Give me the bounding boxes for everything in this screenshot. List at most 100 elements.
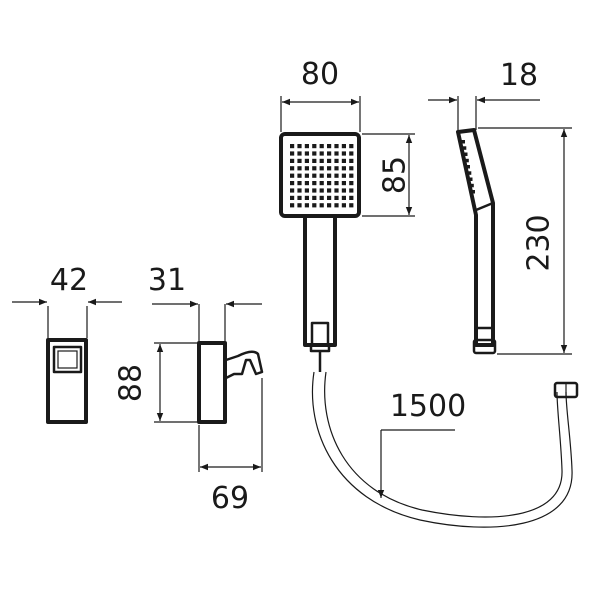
shower-side-body	[456, 128, 495, 347]
nozzle-hole	[297, 173, 302, 178]
holder-front-view	[46, 338, 88, 424]
dimension-hose-length: 1500	[377, 389, 466, 498]
connector-nut	[309, 343, 331, 353]
nozzle-hole	[319, 173, 324, 178]
nozzle-hole	[304, 203, 309, 208]
nozzle-hole	[290, 144, 295, 149]
nozzle-hole	[341, 166, 346, 171]
nozzle-hole	[297, 158, 302, 163]
holder-side-view	[197, 341, 264, 424]
side-nozzle	[471, 190, 475, 194]
nozzle-hole	[334, 144, 339, 149]
nozzle-hole	[290, 173, 295, 178]
nozzle-hole	[349, 166, 354, 171]
nozzle-hole	[312, 151, 317, 156]
nozzle-hole	[341, 151, 346, 156]
side-nozzle	[463, 152, 468, 156]
nozzle-hole	[290, 151, 295, 156]
nozzle-hole	[334, 188, 339, 193]
label-holder-height: 88	[114, 364, 149, 402]
dimension-head-width: 80	[280, 57, 361, 132]
nozzle-hole	[319, 181, 324, 186]
nozzle-hole	[319, 158, 324, 163]
nozzle-hole	[334, 158, 339, 163]
nozzle-hole	[334, 173, 339, 178]
nozzle-hole	[304, 151, 309, 156]
nozzle-hole	[327, 181, 332, 186]
label-head-width: 80	[301, 57, 339, 92]
nozzle-hole	[304, 173, 309, 178]
nozzle-hole	[327, 195, 332, 200]
nozzle-hole	[297, 195, 302, 200]
hose-connector	[310, 321, 330, 345]
nozzle-hole	[341, 181, 346, 186]
dimension-head-thickness: 18	[428, 58, 540, 130]
nozzle-hole	[349, 181, 354, 186]
nozzle-hole	[297, 203, 302, 208]
label-head-thickness: 18	[500, 58, 538, 93]
side-nozzle-row	[461, 140, 475, 194]
nozzle-hole	[327, 173, 332, 178]
side-nozzle	[461, 140, 465, 144]
nozzle-hole	[312, 203, 317, 208]
side-nozzle	[469, 183, 474, 188]
nozzle-hole	[334, 181, 339, 186]
nozzle-hole	[341, 144, 346, 149]
dimension-shower-length: 230	[478, 127, 572, 355]
nozzle-hole	[334, 203, 339, 208]
nozzle-hole	[349, 188, 354, 193]
nozzle-hole	[327, 144, 332, 149]
nozzle-hole	[290, 195, 295, 200]
dimension-holder-depth: 31	[148, 263, 262, 341]
nozzle-hole	[297, 151, 302, 156]
shower-side-view	[456, 128, 497, 355]
nozzle-hole	[327, 166, 332, 171]
nozzle-hole	[304, 195, 309, 200]
nozzle-hole	[290, 166, 295, 171]
side-nozzle	[468, 177, 473, 181]
nozzle-hole	[349, 203, 354, 208]
nozzle-hole	[319, 188, 324, 193]
nozzle-hole	[312, 181, 317, 186]
nozzle-hole	[297, 166, 302, 171]
nozzle-hole	[312, 195, 317, 200]
nozzle-hole	[319, 195, 324, 200]
nozzle-hole	[319, 203, 324, 208]
nozzle-hole	[327, 151, 332, 156]
nozzle-hole	[319, 166, 324, 171]
holder-side-body	[197, 341, 227, 424]
nozzle-hole	[312, 158, 317, 163]
nozzle-hole	[297, 188, 302, 193]
nozzle-hole	[341, 195, 346, 200]
shower-head-face	[279, 132, 361, 218]
nozzle-hole	[304, 181, 309, 186]
holder-front-body	[46, 338, 88, 424]
label-head-height: 85	[378, 156, 413, 194]
label-holder-width: 42	[50, 263, 88, 298]
label-holder-depth: 31	[148, 263, 186, 298]
nozzle-hole	[349, 195, 354, 200]
dimension-holder-projection: 69	[198, 378, 263, 516]
nozzle-hole	[327, 158, 332, 163]
nozzle-hole	[349, 151, 354, 156]
holder-front-slot	[52, 345, 83, 374]
nozzle-hole	[341, 173, 346, 178]
side-nozzle	[466, 165, 470, 169]
dimension-head-height: 85	[362, 133, 415, 217]
shower-head-front	[279, 132, 361, 372]
side-connector	[472, 338, 497, 355]
nozzle-hole	[319, 144, 324, 149]
nozzle-hole	[312, 188, 317, 193]
label-holder-projection: 69	[211, 481, 249, 516]
nozzle-hole	[304, 158, 309, 163]
nozzle-hole	[290, 203, 295, 208]
shower-handle	[303, 218, 337, 347]
nozzle-hole	[349, 158, 354, 163]
nozzle-hole	[334, 195, 339, 200]
nozzle-hole	[349, 144, 354, 149]
nozzle-hole	[327, 188, 332, 193]
shower-hose	[311, 371, 579, 528]
nozzle-hole	[319, 151, 324, 156]
nozzle-hole	[304, 144, 309, 149]
label-hose-length: 1500	[390, 389, 466, 424]
